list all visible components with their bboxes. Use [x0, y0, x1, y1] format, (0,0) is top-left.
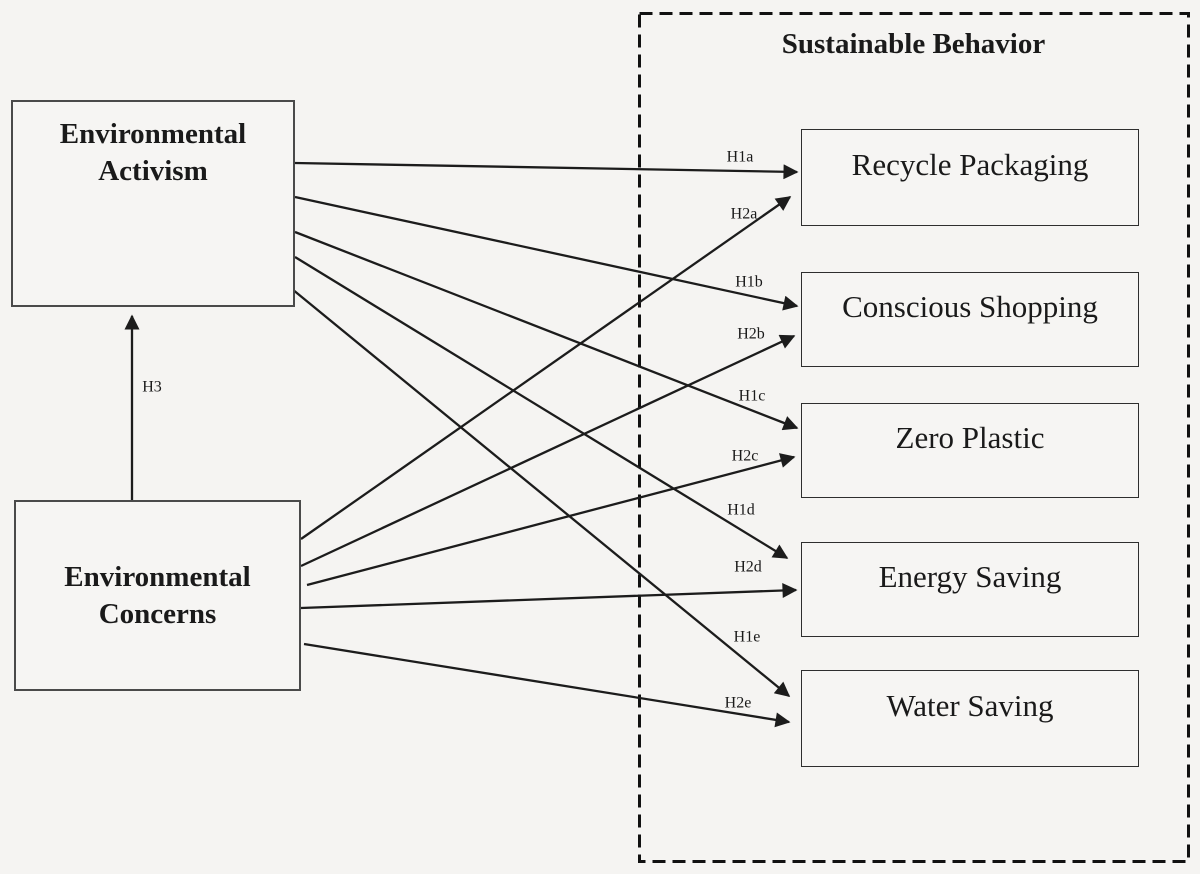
hypothesis-label-h1b: H1b [735, 274, 763, 291]
arrow-h2c [306, 453, 796, 587]
arrow-h2e [303, 642, 791, 728]
hypothesis-label-h2a: H2a [731, 206, 758, 223]
hypothesis-label-h2c: H2c [732, 448, 759, 465]
arrow-h1b [294, 195, 799, 311]
hypothesis-label-h1e: H1e [734, 629, 761, 646]
hypothesis-label-h3: H3 [142, 379, 162, 396]
hypothesis-label-h2d: H2d [734, 559, 762, 576]
arrow-h1c [294, 230, 799, 431]
hypothesis-label-h1a: H1a [727, 149, 754, 166]
hypothesis-label-h2b: H2b [737, 326, 765, 343]
arrow-h2a [300, 196, 792, 540]
arrow-h2b [300, 334, 796, 568]
zero-plastic-box: Zero Plastic [801, 403, 1139, 498]
arrow-h1e [291, 288, 791, 697]
environmental-activism-box: Environmental Activism [11, 100, 295, 307]
hypothesis-label-h1d: H1d [727, 502, 755, 519]
sustainable-behavior-dashed-border [638, 12, 1190, 863]
arrow-h1d [294, 256, 789, 559]
arrow-h1a [294, 161, 799, 180]
water-saving-box: Water Saving [801, 670, 1139, 767]
energy-saving-box: Energy Saving [801, 542, 1139, 637]
conscious-shopping-box: Conscious Shopping [801, 272, 1139, 367]
sustainable-behavior-title: Sustainable Behavior [781, 28, 1046, 60]
arrow-h2d [300, 582, 798, 610]
environmental-concerns-box: Environmental Concerns [14, 500, 301, 691]
hypothesis-label-h1c: H1c [739, 388, 766, 405]
recycle-packaging-box: Recycle Packaging [801, 129, 1139, 226]
hypothesis-label-h2e: H2e [725, 695, 752, 712]
